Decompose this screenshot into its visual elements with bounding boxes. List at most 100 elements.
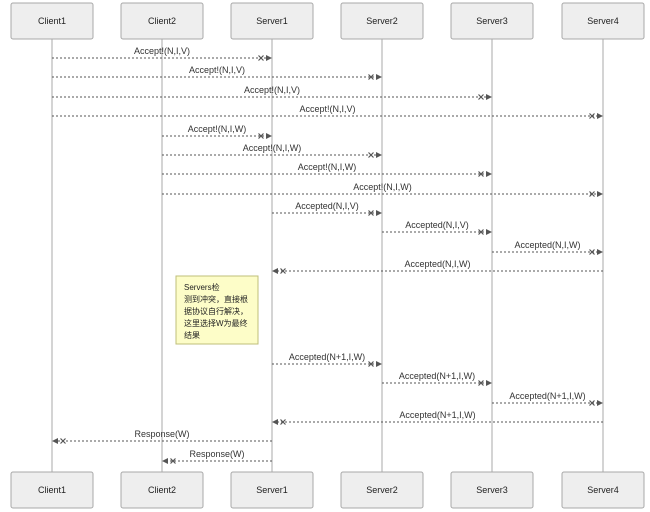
x-mark-icon <box>368 210 374 216</box>
message-arrow: Accepted(N+1,I,W) <box>272 352 382 367</box>
message-label: Accept!(N,I,V) <box>299 104 355 114</box>
message-label: Accepted(N,I,V) <box>405 220 469 230</box>
message-arrow: Accept!(N,I,W) <box>162 143 382 158</box>
arrowhead <box>486 171 492 177</box>
participant-label: Server3 <box>476 485 508 495</box>
message-label: Accepted(N,I,V) <box>295 201 359 211</box>
participant-box <box>340 2 424 40</box>
x-mark-icon <box>280 268 286 274</box>
participant-label: Server2 <box>366 16 398 26</box>
x-mark-icon <box>368 361 374 367</box>
arrowhead <box>597 400 603 406</box>
message-arrow: Accept!(N,I,W) <box>162 182 603 197</box>
message-label: Accept!(N,I,V) <box>244 85 300 95</box>
message-arrow: Accept!(N,I,W) <box>162 162 492 177</box>
participant-label: Server2 <box>366 485 398 495</box>
message-arrow: Accept!(N,I,W) <box>162 124 272 139</box>
x-mark-icon <box>589 113 595 119</box>
arrowhead <box>376 152 382 158</box>
arrowhead <box>266 55 272 61</box>
message-arrow: Accept!(N,I,V) <box>52 46 272 61</box>
message-label: Accept!(N,I,W) <box>243 143 302 153</box>
x-mark-icon <box>258 133 264 139</box>
x-mark-icon <box>60 438 66 444</box>
x-mark-icon <box>589 191 595 197</box>
arrowhead <box>266 133 272 139</box>
participant-label: Server3 <box>476 16 508 26</box>
note-line: 据协议自行解决， <box>184 306 248 316</box>
participant-box <box>120 2 204 40</box>
x-mark-icon <box>478 171 484 177</box>
participant-label: Server1 <box>256 485 288 495</box>
participant-box <box>10 2 94 40</box>
participant-box <box>561 2 645 40</box>
x-mark-icon <box>589 249 595 255</box>
arrowhead <box>486 94 492 100</box>
arrowhead <box>52 438 58 444</box>
arrowhead <box>376 74 382 80</box>
participant-box <box>561 471 645 509</box>
message-arrow: Accept!(N,I,V) <box>52 85 492 100</box>
message-label: Accepted(N+1,I,W) <box>399 410 475 420</box>
lifelines <box>51 39 604 472</box>
x-mark-icon <box>258 55 264 61</box>
message-label: Accepted(N+1,I,W) <box>399 371 475 381</box>
message-label: Accept!(N,I,W) <box>298 162 357 172</box>
message-arrow: Accepted(N,I,W) <box>272 259 603 274</box>
message-label: Accept!(N,I,W) <box>353 182 412 192</box>
message-arrow: Accepted(N+1,I,W) <box>272 410 603 425</box>
x-mark-icon <box>589 400 595 406</box>
message-arrow: Accept!(N,I,V) <box>52 104 603 119</box>
message-label: Accept!(N,I,V) <box>134 46 190 56</box>
message-label: Response(W) <box>134 429 189 439</box>
arrowhead <box>272 268 278 274</box>
note-line: Servers检 <box>184 282 220 292</box>
participant-label: Server4 <box>587 16 619 26</box>
message-arrow: Accepted(N,I,V) <box>272 201 382 216</box>
message-arrow: Accepted(N+1,I,W) <box>382 371 492 386</box>
arrowhead <box>162 458 168 464</box>
participant-box <box>230 471 314 509</box>
message-label: Accepted(N,I,W) <box>514 240 580 250</box>
message-label: Response(W) <box>189 449 244 459</box>
arrowhead <box>486 380 492 386</box>
arrowhead <box>376 210 382 216</box>
x-mark-icon <box>478 229 484 235</box>
participant-label: Client1 <box>38 485 66 495</box>
message-label: Accepted(N+1,I,W) <box>509 391 585 401</box>
participant-box <box>450 2 534 40</box>
x-mark-icon <box>478 94 484 100</box>
arrowhead <box>272 419 278 425</box>
message-label: Accepted(N,I,W) <box>404 259 470 269</box>
x-mark-icon <box>280 419 286 425</box>
participant-label: Client1 <box>38 16 66 26</box>
x-mark-icon <box>478 380 484 386</box>
message-label: Accept!(N,I,W) <box>188 124 247 134</box>
arrowhead <box>486 229 492 235</box>
message-arrow: Accept!(N,I,V) <box>52 65 382 80</box>
x-mark-icon <box>170 458 176 464</box>
arrowhead <box>376 361 382 367</box>
participant-box <box>340 471 424 509</box>
participant-box <box>120 471 204 509</box>
participant-label: Client2 <box>148 485 176 495</box>
note-line: 这里选择W为最终 <box>184 318 248 328</box>
arrowhead <box>597 249 603 255</box>
messages: Accept!(N,I,V) Accept!(N,I,V) Accept!(N,I,… <box>52 46 603 464</box>
participant-label: Server1 <box>256 16 288 26</box>
x-mark-icon <box>368 74 374 80</box>
participant-box <box>230 2 314 40</box>
note-line: 结果 <box>184 330 200 340</box>
arrowhead <box>597 191 603 197</box>
message-arrow: Response(W) <box>52 429 272 444</box>
participant-box <box>10 471 94 509</box>
note-line: 测到冲突，直接根 <box>184 294 248 304</box>
message-arrow: Accepted(N,I,W) <box>492 240 603 255</box>
participant-label: Server4 <box>587 485 619 495</box>
message-arrow: Accepted(N,I,V) <box>382 220 492 235</box>
note-box <box>175 275 259 345</box>
